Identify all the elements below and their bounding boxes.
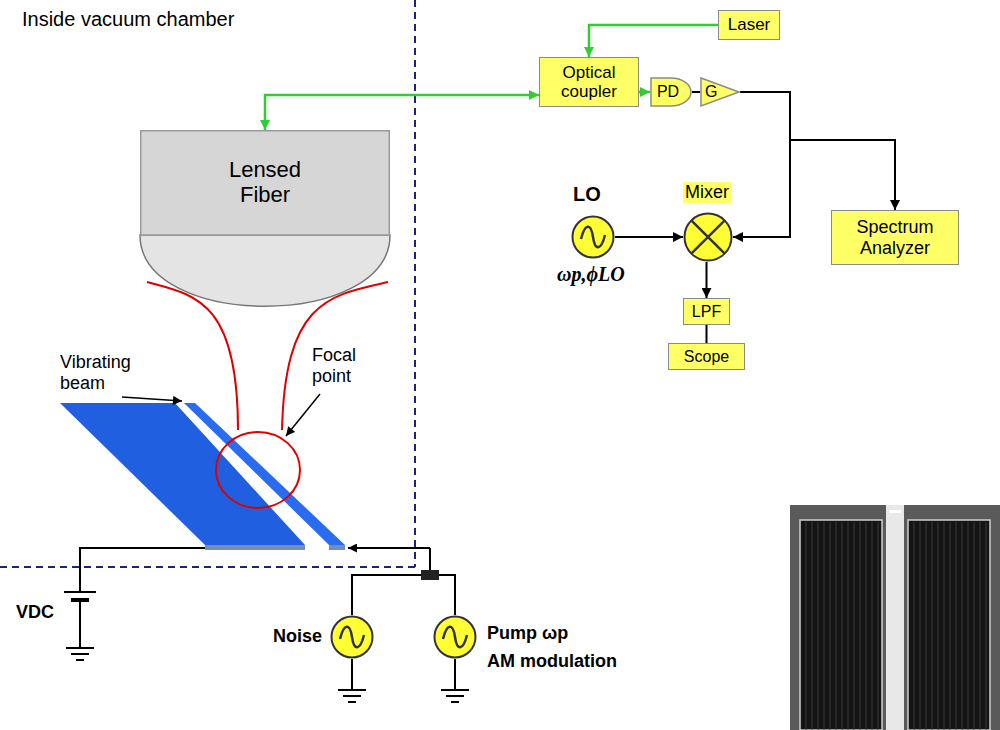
photodiode: PD — [650, 77, 692, 107]
battery-symbol — [64, 591, 96, 593]
vibrating-beam — [184, 403, 345, 545]
wire — [80, 548, 205, 592]
beam-side — [329, 545, 345, 550]
signal-combiner — [421, 570, 439, 580]
node-text: Mixer — [683, 182, 731, 203]
node-text: Noise — [273, 626, 322, 647]
signal-wire — [706, 325, 708, 343]
node-text: G — [705, 83, 717, 101]
annotation-label: Vibrating beam — [60, 352, 155, 393]
wire — [454, 659, 456, 690]
ground-symbol — [338, 690, 366, 702]
device-photo — [790, 505, 1000, 730]
oscillator-source-outline — [571, 215, 615, 259]
annotation-label: Focal point — [312, 345, 382, 386]
focal-circle — [216, 432, 300, 508]
optical-fiber — [589, 25, 718, 57]
mixer-symbol: Mixer — [683, 212, 733, 262]
scope-box: Scope — [668, 343, 745, 370]
noise-source: Noise — [330, 615, 374, 659]
signal-wire — [615, 236, 683, 238]
signal-wire — [706, 262, 708, 298]
amplifier: G — [700, 77, 740, 107]
node-text: LO — [573, 183, 601, 206]
annotation-label: Inside vacuum chamber — [22, 8, 234, 31]
signal-wire — [733, 92, 790, 237]
laser-box: Laser — [718, 10, 780, 40]
electrode-side — [205, 545, 305, 550]
node-text: ωp,ϕLO — [557, 263, 625, 286]
ground-symbol — [441, 690, 469, 702]
node-text: Scope — [684, 348, 729, 366]
filter-box: LPF — [683, 298, 730, 325]
wire — [79, 600, 81, 648]
leader-line — [122, 397, 182, 401]
node-text: Pump ωp — [487, 623, 568, 644]
pump-source-outline — [433, 615, 477, 659]
node-text: Spectrum Analyzer — [832, 217, 958, 257]
signal-wire — [740, 92, 895, 210]
wire — [348, 547, 430, 549]
coupler-box: Optical coupler — [539, 57, 639, 107]
node-text: Lensed Fiber — [205, 158, 325, 207]
wire — [352, 575, 455, 615]
lensed-fiber: Lensed Fiber — [140, 130, 390, 305]
chamber-boundary — [0, 566, 415, 568]
node-text: Optical coupler — [540, 63, 638, 101]
noise-source-outline — [330, 615, 374, 659]
leader-line — [286, 394, 320, 436]
oscillator-source: LOωp,ϕLO — [571, 215, 615, 259]
pump-source: Pump ωpAM modulation — [433, 615, 477, 659]
chamber-boundary — [414, 0, 416, 567]
mixer-symbol-outline — [683, 212, 733, 262]
analyzer-box: Spectrum Analyzer — [831, 210, 959, 265]
node-text: LPF — [692, 303, 721, 321]
optical-fiber — [265, 95, 539, 130]
lensed-fiber-outline — [140, 130, 390, 305]
node-text: Laser — [728, 15, 771, 34]
wire — [351, 659, 353, 690]
ground-symbol — [66, 648, 94, 660]
node-text: AM modulation — [487, 651, 617, 672]
signal-wire — [692, 91, 700, 93]
annotation-label: VDC — [16, 602, 54, 623]
node-text: PD — [657, 83, 679, 101]
optical-fiber — [639, 91, 650, 94]
